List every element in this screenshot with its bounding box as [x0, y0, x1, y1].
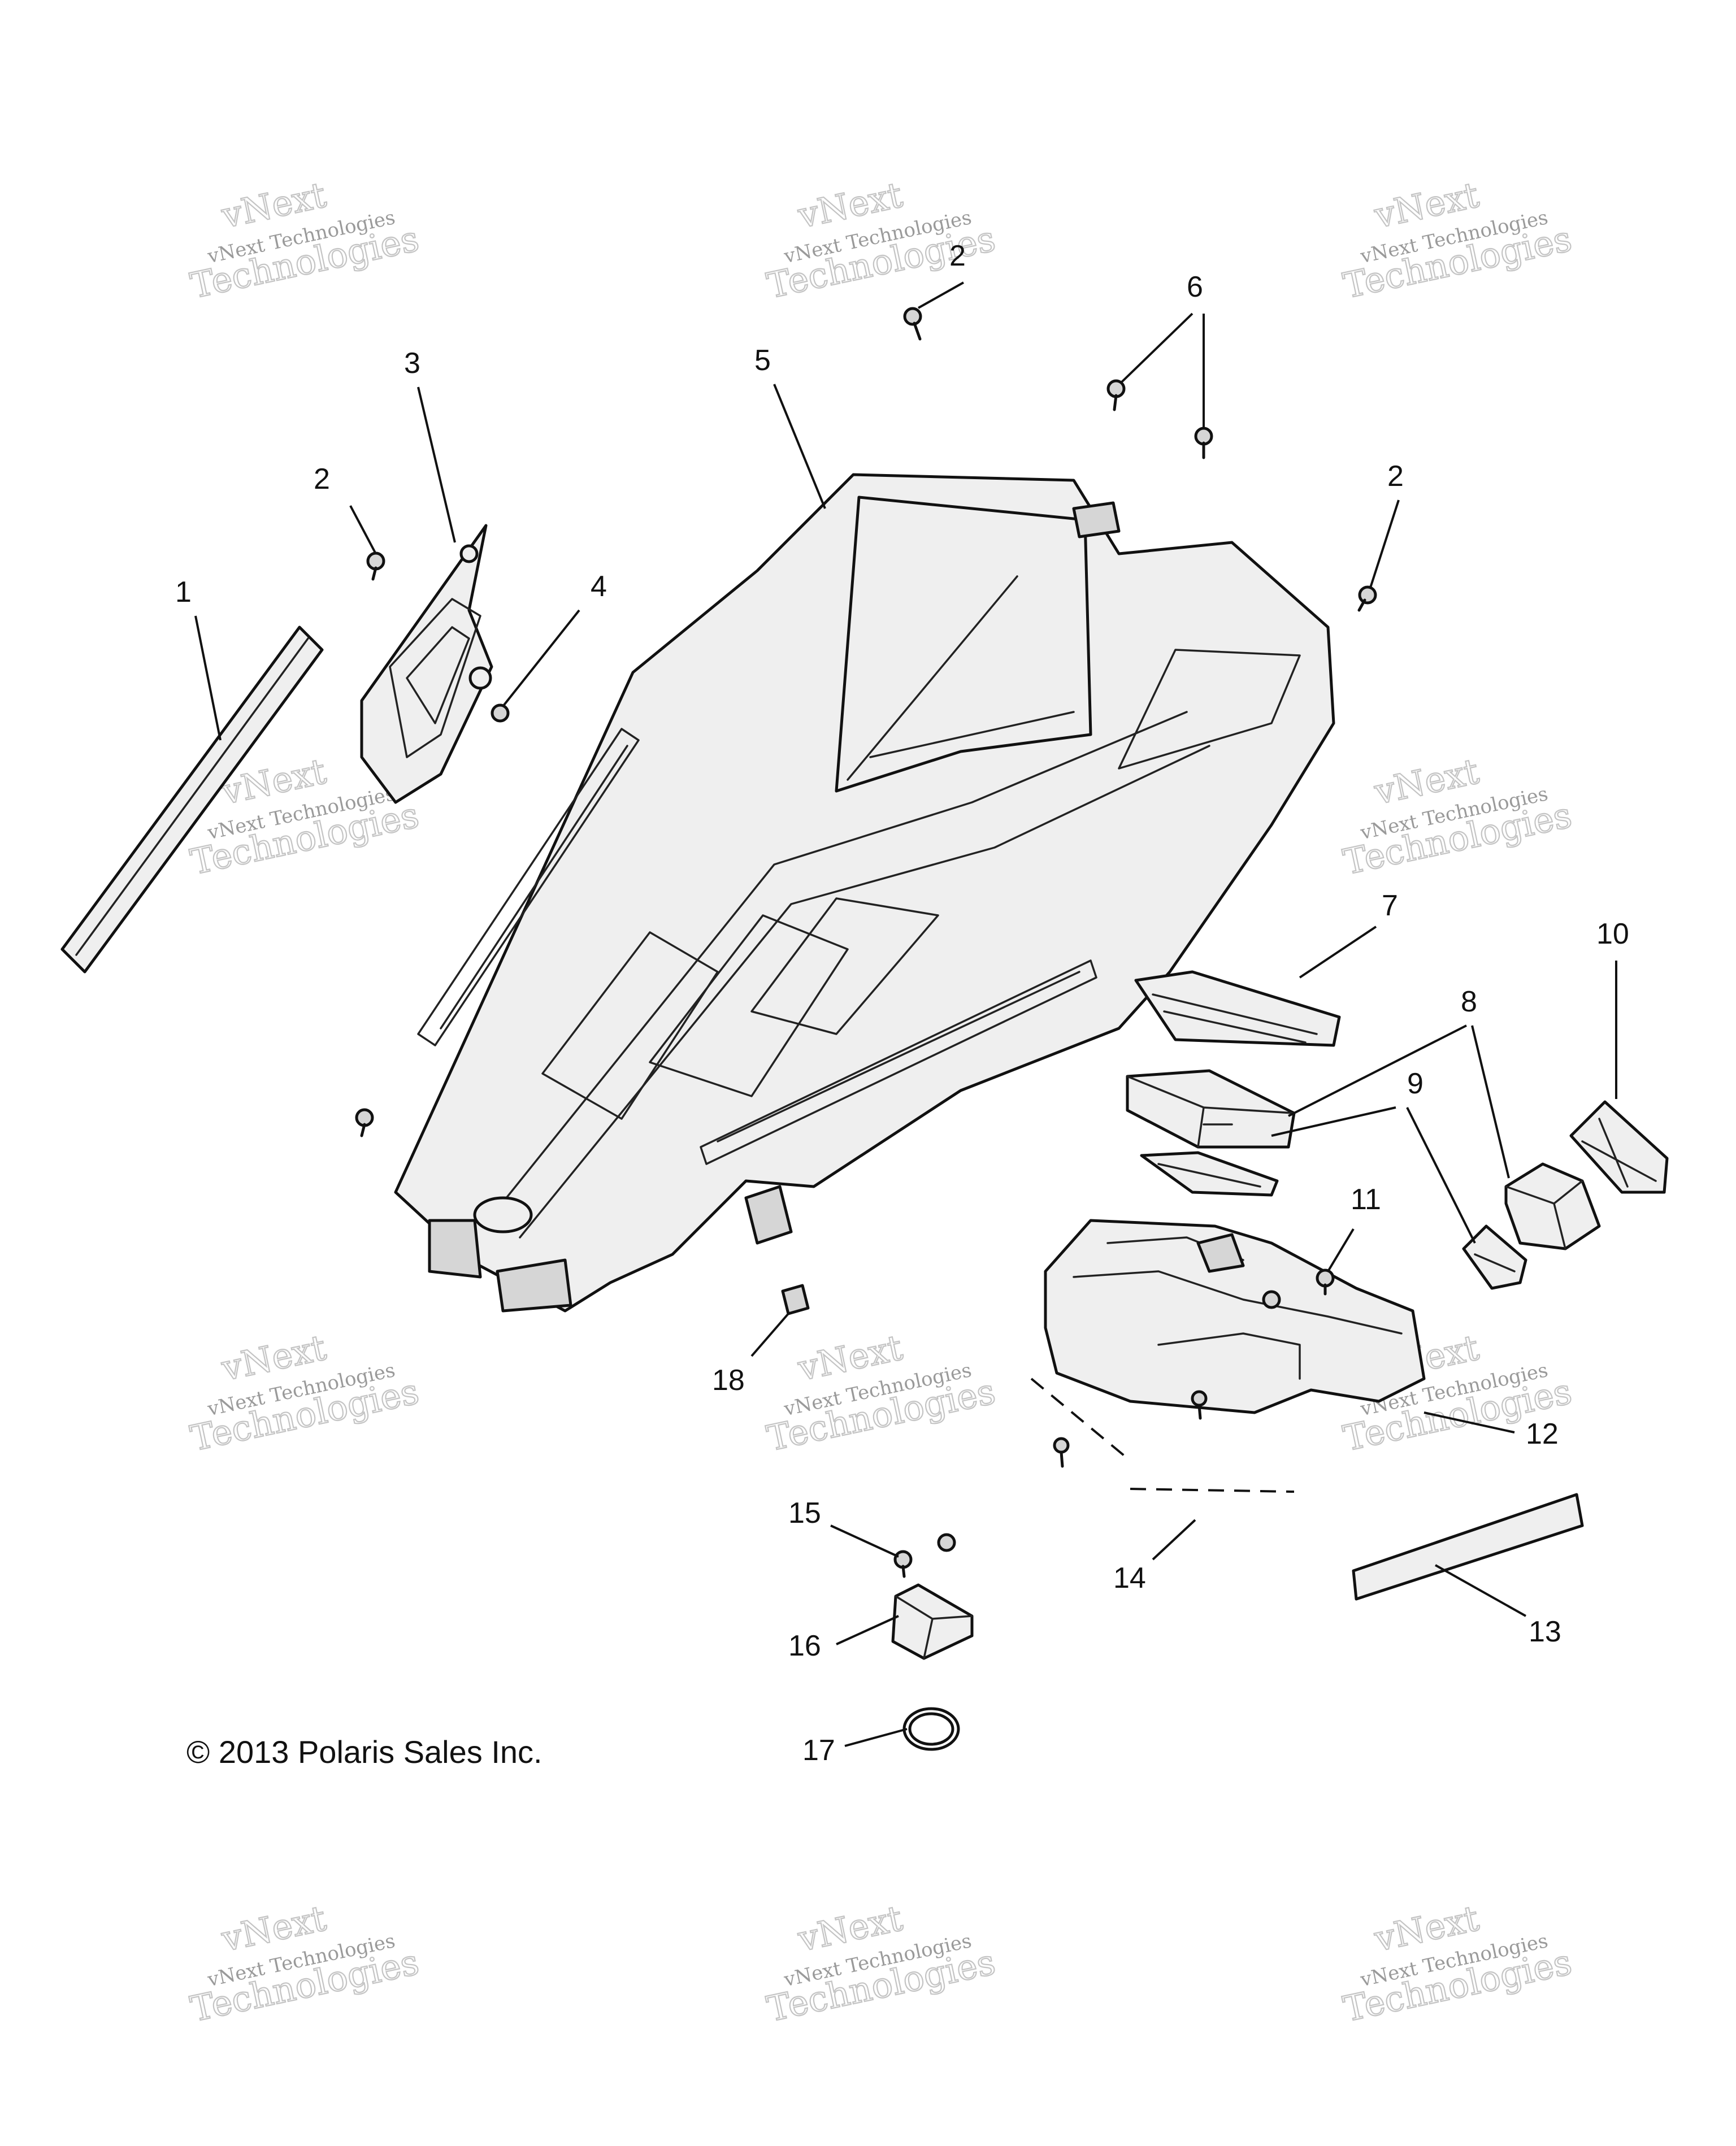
part-8-box: [1126, 1069, 1296, 1149]
part-4-nut: [491, 703, 510, 723]
watermark: vNext vNext Technologies Technologies: [1339, 173, 1576, 307]
callout-16: 16: [788, 1630, 821, 1662]
callout-3: 3: [404, 347, 420, 380]
callout-7: 7: [1382, 889, 1398, 922]
part-2-pushpin: [366, 551, 385, 581]
watermark: vNext vNext Technologies Technologies: [186, 173, 423, 307]
part-6-screw: [1106, 379, 1126, 411]
watermark: vNext vNext Technologies Technologies: [1339, 750, 1576, 883]
part-3-side-panel: [360, 524, 493, 804]
watermark: vNext vNext Technologies Technologies: [186, 1897, 423, 2030]
callout-8: 8: [1461, 985, 1477, 1018]
callout-14: 14: [1113, 1562, 1146, 1595]
watermark: vNext vNext Technologies Technologies: [1339, 1897, 1576, 2030]
callout-10: 10: [1596, 918, 1629, 950]
leader-lines: [194, 281, 1617, 1747]
watermark: vNext vNext Technologies Technologies: [763, 1326, 1000, 1459]
callout-labels: 1 2 2 2 3 4 5 6 7 8 9 10 11 12 13 14 15 …: [175, 240, 1629, 1767]
part-7-grille: [1134, 970, 1341, 1047]
part-10-vent: [1569, 1100, 1669, 1194]
callout-6: 6: [1187, 271, 1203, 303]
part-2-pushpin: [355, 1108, 374, 1137]
part-2-pushpin: [1357, 585, 1377, 612]
part-9-grille: [1140, 1151, 1279, 1197]
callout-4: 4: [591, 570, 607, 603]
callout-17: 17: [802, 1734, 835, 1767]
part-6-screw: [1194, 427, 1213, 459]
part-2-pushpin: [903, 307, 922, 341]
part-12-lower-shroud: [1044, 1219, 1426, 1414]
assembly-guides: [1030, 1378, 1295, 1493]
callout-1: 1: [175, 576, 192, 609]
part-15-fastener: [893, 1550, 913, 1578]
part-15-fastener: [937, 1533, 956, 1552]
part-8-box: [1504, 1162, 1601, 1250]
part-16-bracket: [891, 1583, 974, 1660]
copyright-notice: © 2013 Polaris Sales Inc.: [186, 1734, 542, 1770]
callout-2: 2: [949, 240, 966, 272]
callout-2: 2: [1387, 460, 1404, 493]
callout-13: 13: [1529, 1615, 1561, 1648]
part-13-decal-strip: [1352, 1493, 1584, 1601]
part-14-screw: [1191, 1390, 1208, 1420]
part-14-screw: [1053, 1437, 1070, 1468]
part-5-hood: [394, 473, 1335, 1313]
callout-11: 11: [1351, 1183, 1381, 1216]
part-11-screw: [1316, 1269, 1335, 1296]
part-9-grille: [1462, 1224, 1527, 1290]
part-18-clip: [781, 1284, 810, 1315]
callout-9: 9: [1407, 1067, 1423, 1100]
watermark: vNext vNext Technologies Technologies: [763, 1897, 1000, 2030]
callout-15: 15: [788, 1497, 821, 1530]
callout-2: 2: [314, 463, 330, 496]
part-17-o-ring: [902, 1707, 960, 1751]
callout-18: 18: [712, 1364, 745, 1397]
callout-12: 12: [1526, 1418, 1559, 1450]
watermark: vNext vNext Technologies Technologies: [186, 1326, 423, 1459]
callout-5: 5: [754, 344, 771, 377]
